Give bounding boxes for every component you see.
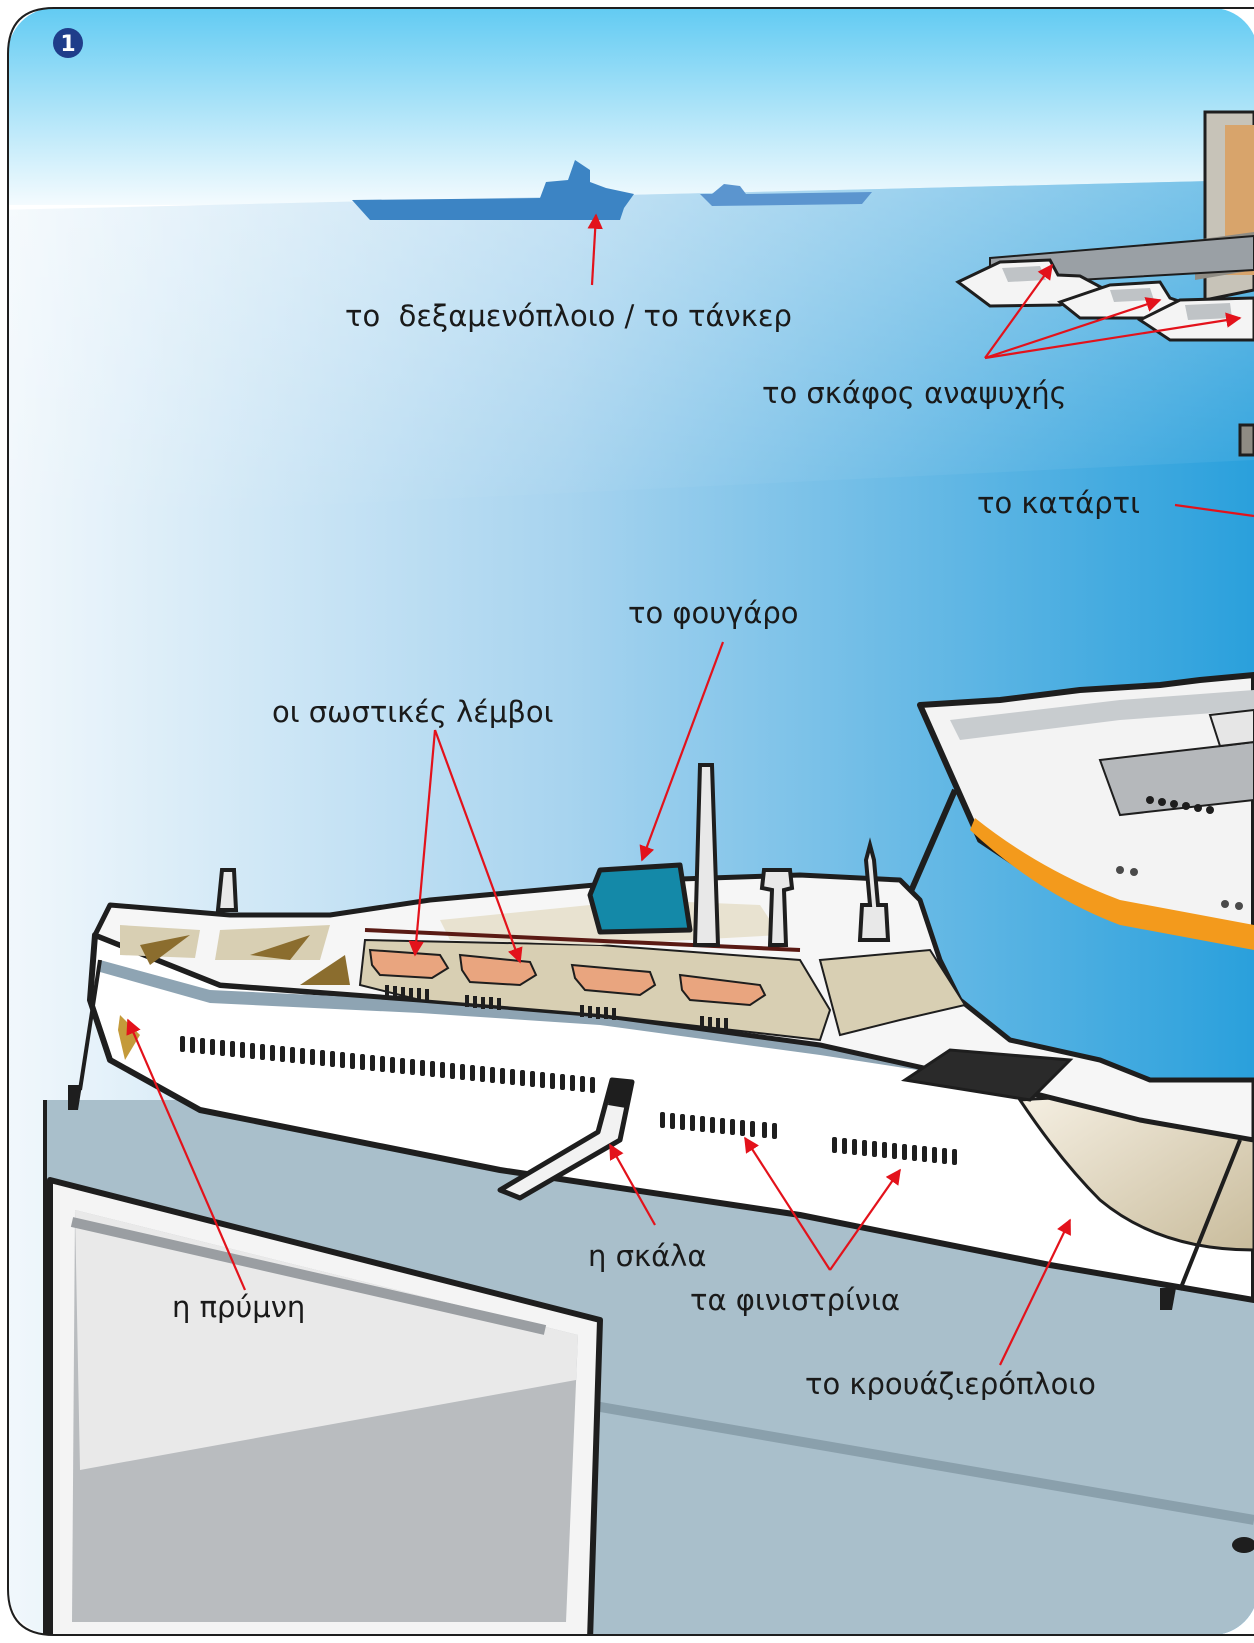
page-number: 1 [60, 32, 75, 57]
label-tanker: το δεξαμενόπλοιο / το τάνκερ [345, 299, 792, 333]
label-stern: η πρύμνη [172, 1290, 305, 1324]
mast-fragment [1240, 425, 1254, 455]
label-pleasure-boat: το σκάφος αναψυχής [762, 376, 1067, 410]
sky [0, 0, 1254, 205]
label-mast: το κατάρτι [977, 486, 1140, 520]
label-funnel: το φουγάρο [628, 596, 799, 630]
label-lifeboats: οι σωστικές λέμβοι [272, 695, 553, 729]
number-badge-icon: 1 [53, 28, 83, 58]
label-gangway: η σκάλα [588, 1239, 706, 1273]
label-portholes: τα φινιστρίνια [690, 1283, 900, 1317]
label-cruise-ship: το κρουάζιερόπλοιο [805, 1367, 1096, 1401]
